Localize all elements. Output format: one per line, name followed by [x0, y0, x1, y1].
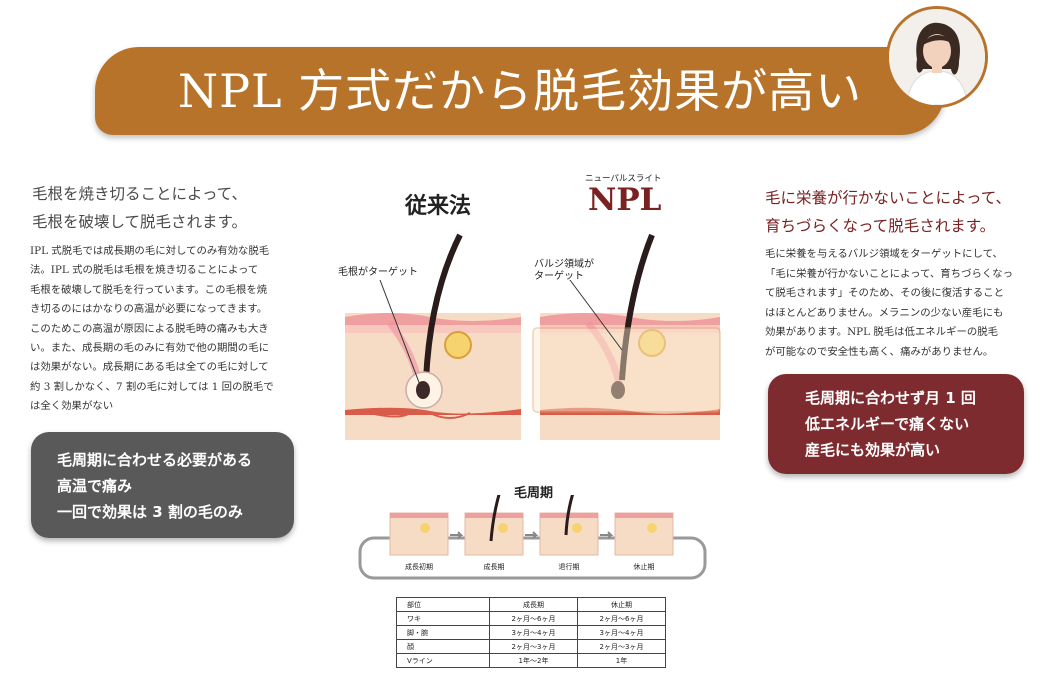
right-heading: 毛に栄養が行かないことによって、 育ちづらくなって脱毛されます。	[765, 184, 1051, 240]
table-cell: 脚・腕	[396, 625, 490, 640]
left-heading-line: 毛根を焼き切ることによって、	[32, 185, 247, 203]
title-banner	[95, 47, 945, 135]
right-body-line: はほとんどありません。メラニンの少ない産毛にも	[765, 306, 1004, 319]
summary-line: 低エネルギーで痛くない	[805, 415, 970, 433]
hair-cycle-diagram	[358, 495, 707, 580]
npl-ruby-label: ニューパルスライト	[585, 174, 662, 184]
table-row: Vライン 1年～2年 1年	[396, 653, 666, 668]
npl-summary-box	[768, 374, 1024, 474]
summary-line: 一回で効果は 3 割の毛のみ	[57, 503, 243, 521]
left-body-line: は効果がない。成長期にある毛は全ての毛に対して	[30, 361, 269, 374]
right-body-line: が可能なので安全性も高く、痛みがありません。	[765, 345, 994, 358]
skin-diagram	[345, 233, 721, 440]
table-header-row: 部位 成長期 休止期	[396, 597, 666, 612]
table-header: 休止期	[577, 597, 666, 612]
summary-line: 高温で痛み	[57, 477, 133, 495]
cycle-stage-panels	[389, 495, 674, 556]
table-cell: 3ヶ月～4ヶ月	[577, 625, 666, 640]
table-header: 部位	[396, 597, 490, 612]
left-body-line: このためこの高温が原因による脱毛時の痛みも大き	[30, 322, 269, 335]
page-title: NPL 方式だから脱毛効果が高い	[177, 64, 863, 118]
npl-summary-text: 毛周期に合わせず月 1 回 低エネルギーで痛くない 産毛にも効果が高い	[805, 385, 1025, 463]
table-cell: Vライン	[396, 653, 490, 668]
right-body-line: 毛に栄養を与えるバルジ領域をターゲットにして、	[765, 248, 1003, 260]
conventional-annotation: 毛根がターゲット	[338, 267, 418, 278]
left-body-line: 約 3 割しかなく、7 割の毛に対しては 1 回の脱毛で	[30, 380, 274, 393]
conventional-method-label: 従来法	[405, 193, 472, 219]
right-heading-line: 毛に栄養が行かないことによって、	[765, 189, 1011, 207]
table-cell: 2ヶ月～6ヶ月	[489, 611, 578, 626]
table-row: ワキ 2ヶ月～6ヶ月 2ヶ月～6ヶ月	[396, 611, 666, 626]
doctor-avatar	[886, 6, 988, 108]
left-body-line: 法。IPL 式の脱毛は毛根を焼き切ることによって	[30, 264, 259, 277]
hair-cycle-title: 毛周期	[514, 486, 554, 501]
left-body-line: は全く効果がない	[30, 400, 114, 413]
left-heading: 毛根を焼き切ることによって、 毛根を破壊して脱毛されます。	[32, 180, 322, 236]
right-heading-line: 育ちづらくなって脱毛されます。	[765, 217, 996, 235]
table-row: 顔 2ヶ月～3ヶ月 2ヶ月～3ヶ月	[396, 639, 666, 654]
left-body-line: IPL 式脱毛では成長期の毛に対してのみ有効な脱毛	[30, 245, 270, 257]
cycle-loop	[358, 536, 707, 580]
table-cell: 顔	[396, 639, 490, 654]
summary-line: 産毛にも効果が高い	[805, 441, 941, 459]
table-cell: ワキ	[396, 611, 490, 626]
right-body-line: 効果があります。NPL 脱毛は低エネルギーの脱毛	[765, 326, 999, 339]
conventional-summary-text: 毛周期に合わせる必要がある 高温で痛み 一回で効果は 3 割の毛のみ	[57, 447, 287, 525]
stage-label: 成長期	[483, 563, 505, 571]
left-body: IPL 式脱毛では成長期の毛に対してのみ有効な脱毛 法。IPL 式の脱毛は毛根を…	[30, 242, 314, 417]
npl-annotation-line: バルジ領域が	[534, 259, 594, 270]
stage-label: 休止期	[633, 563, 655, 571]
stage-label: 退行期	[558, 563, 580, 571]
table-cell: 3ヶ月～4ヶ月	[489, 625, 578, 640]
npl-annotation-line: ターゲット	[534, 271, 584, 282]
conventional-skin-panel	[345, 233, 521, 440]
person-icon	[889, 9, 985, 105]
table-cell: 2ヶ月～3ヶ月	[489, 639, 578, 654]
left-body-line: き切るのにはかなりの高温が必要になってきます。	[30, 303, 268, 316]
npl-method-label: NPL	[588, 182, 662, 218]
right-body-line: 「毛に栄養が行かないことによって、育ちづらくなっ	[765, 267, 1014, 280]
stage-label: 成長初期	[405, 563, 433, 571]
hair-cycle-table: 部位 成長期 休止期 ワキ 2ヶ月～6ヶ月 2ヶ月～6ヶ月 脚・腕 3ヶ月～4ヶ…	[396, 597, 666, 668]
npl-annotation: バルジ領域が ターゲット	[534, 259, 594, 283]
conventional-summary-box	[31, 432, 294, 538]
table-cell: 2ヶ月～6ヶ月	[577, 611, 666, 626]
summary-line: 毛周期に合わせず月 1 回	[805, 389, 976, 407]
left-body-line: 毛根を破壊して脱毛を行っています。この毛根を焼	[30, 283, 268, 296]
table-header: 成長期	[489, 597, 578, 612]
table-cell: 1年～2年	[489, 653, 578, 668]
summary-line: 毛周期に合わせる必要がある	[57, 451, 253, 469]
right-body-line: て脱毛されます」そのため、その後に復活すること	[765, 287, 1004, 300]
npl-skin-panel	[532, 233, 721, 440]
right-body: 毛に栄養を与えるバルジ領域をターゲットにして、 「毛に栄養が行かないことによって…	[765, 245, 1040, 363]
left-body-line: い。また、成長期の毛のみに有効で他の期間の毛に	[30, 342, 269, 355]
table-cell: 2ヶ月～3ヶ月	[577, 639, 666, 654]
table-row: 脚・腕 3ヶ月～4ヶ月 3ヶ月～4ヶ月	[396, 625, 666, 640]
table-cell: 1年	[577, 653, 666, 668]
left-heading-line: 毛根を破壊して脱毛されます。	[32, 213, 247, 231]
